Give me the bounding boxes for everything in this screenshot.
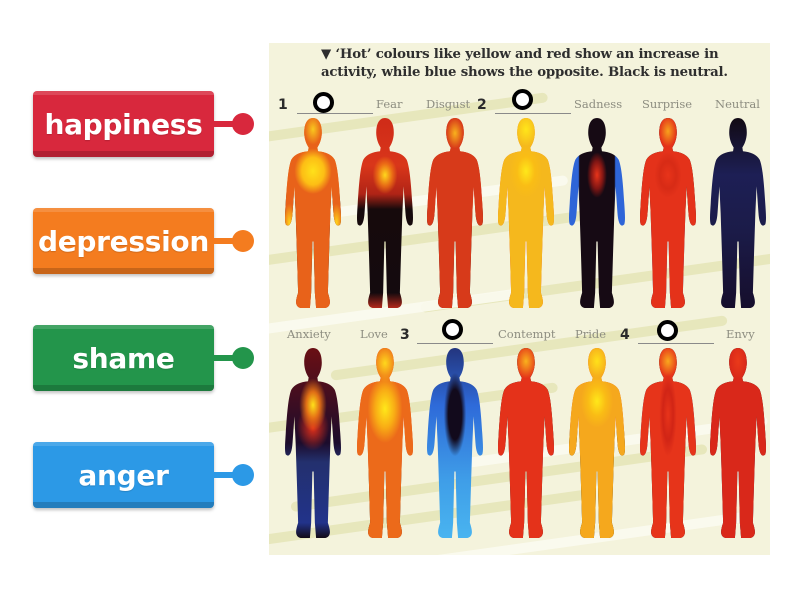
blank-number-1: 1 [278, 97, 288, 113]
blank-line [638, 343, 714, 344]
body-figure-envy [707, 348, 769, 538]
label-text: depression [38, 224, 209, 258]
connector-dot[interactable] [232, 230, 254, 252]
caption: ▼ ‘Hot’ colours like yellow and red show… [321, 47, 728, 80]
body-map-image: ▼ ‘Hot’ colours like yellow and red show… [269, 43, 770, 555]
blank-line [495, 113, 571, 114]
emotion-label-neutral: Neutral [715, 97, 760, 111]
drop-target-4[interactable] [657, 320, 678, 341]
drop-target-2[interactable] [512, 89, 533, 110]
label-card-depression[interactable]: depression [33, 208, 214, 274]
blank-line [417, 343, 493, 344]
body-figure-neutral [707, 118, 769, 308]
label-card-anger[interactable]: anger [33, 442, 214, 508]
connector-dot[interactable] [232, 464, 254, 486]
blank-number-4: 4 [620, 327, 630, 343]
drop-target-1[interactable] [313, 92, 334, 113]
emotion-label-anxiety: Anxiety [287, 327, 331, 341]
label-card-shame[interactable]: shame [33, 325, 214, 391]
emotion-label-sadness: Sadness [574, 97, 623, 111]
emotion-label-fear: Fear [376, 97, 403, 111]
blank-number-2: 2 [477, 97, 487, 113]
body-figure-disgust [424, 118, 486, 308]
emotion-label-disgust: Disgust [426, 97, 471, 111]
body-figure-4 [637, 348, 699, 538]
body-figure-2 [495, 118, 557, 308]
connector-line [214, 238, 236, 244]
label-text: shame [72, 341, 175, 375]
connector-dot[interactable] [232, 347, 254, 369]
emotion-label-surprise: Surprise [642, 97, 693, 111]
connector-line [214, 355, 236, 361]
connector-line [214, 121, 236, 127]
body-figure-love [354, 348, 416, 538]
label-text: happiness [44, 107, 203, 141]
label-card-happiness[interactable]: happiness [33, 91, 214, 157]
body-figure-1 [282, 118, 344, 308]
body-figure-fear [354, 118, 416, 308]
connector-dot[interactable] [232, 113, 254, 135]
emotion-label-pride: Pride [575, 327, 607, 341]
blank-number-3: 3 [400, 327, 410, 343]
drop-target-3[interactable] [442, 319, 463, 340]
emotion-label-love: Love [360, 327, 388, 341]
emotion-label-contempt: Contempt [498, 327, 556, 341]
blank-line [297, 113, 373, 114]
connector-line [214, 472, 236, 478]
emotion-label-envy: Envy [726, 327, 755, 341]
body-figure-pride [566, 348, 628, 538]
label-text: anger [78, 458, 169, 492]
